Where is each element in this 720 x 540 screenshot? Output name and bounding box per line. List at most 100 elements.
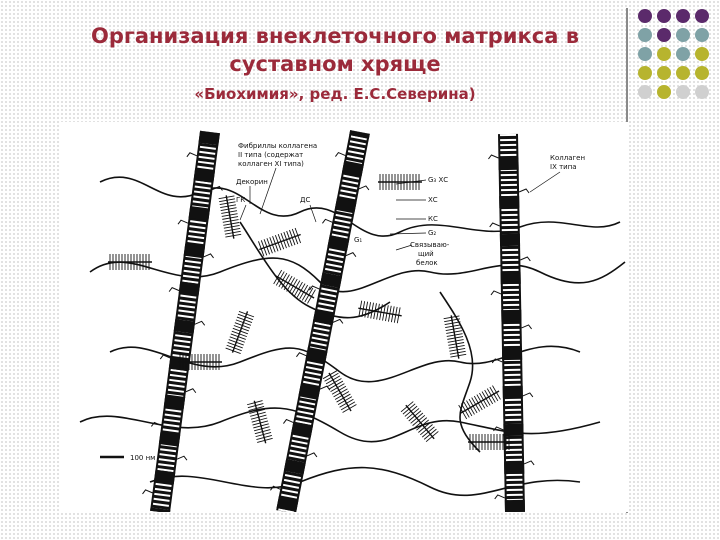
aggrecan-side-chain — [291, 280, 301, 295]
aggrecan-side-chain — [226, 344, 242, 352]
fibril-dark-bands — [498, 133, 525, 512]
collagen-ix-projection — [142, 489, 153, 495]
decorative-dot — [676, 28, 690, 42]
aggrecan-side-chain — [257, 437, 273, 443]
aggrecan-side-chain — [479, 392, 488, 408]
pointer-g3 — [395, 179, 427, 185]
collagen-ix-projection — [489, 222, 500, 228]
aggrecan-side-chain — [444, 321, 461, 326]
aggrecan-side-chain — [421, 426, 435, 438]
aggrecan-side-chain — [412, 414, 426, 426]
aggrecan-side-chain — [484, 389, 494, 405]
collagen-ix-projection — [185, 388, 197, 394]
aggrecan-side-chain — [367, 302, 371, 319]
matrix-chain — [149, 466, 581, 497]
aggrecan-side-chain — [254, 429, 271, 435]
aggrecan-side-chain — [445, 327, 462, 331]
aggrecan-side-chain — [333, 388, 348, 398]
aggrecan-side-chain — [307, 289, 316, 304]
aggrecan-side-chain — [337, 396, 353, 406]
aggrecan-side-chain — [420, 424, 433, 436]
aggrecan-side-chain — [492, 385, 501, 400]
aggrecan-side-chain — [443, 315, 460, 320]
aggrecan-side-chain — [228, 339, 244, 346]
aggrecan-brush — [225, 310, 255, 354]
collagen-ix-projection — [345, 252, 357, 257]
collagen-ix-projection — [296, 352, 307, 358]
aggrecan-side-chain — [234, 322, 251, 329]
label-collagen-ii-3: коллаген XI типа) — [238, 160, 304, 168]
aggrecan-brush — [322, 370, 357, 413]
aggrecan-side-chain — [222, 219, 239, 223]
matrix-chain — [89, 257, 626, 293]
aggrecan-side-chain — [289, 229, 296, 246]
decorative-dot — [695, 9, 709, 23]
label-g1: G₁ — [354, 236, 362, 244]
pointer-g2 — [389, 232, 427, 235]
fibril-band-gaps — [500, 133, 523, 512]
decorative-dot — [695, 28, 709, 42]
aggrecan-side-chain — [400, 401, 414, 413]
collagen-ix-projection — [494, 494, 505, 500]
aggrecan-side-chain — [425, 431, 439, 443]
aggrecan-side-chain — [233, 325, 250, 332]
aggrecan-side-chain — [328, 380, 344, 390]
decorative-dot — [676, 9, 690, 23]
collagen-ix-projection — [488, 154, 499, 160]
collagen-fibril — [270, 130, 370, 512]
aggrecan-side-chain — [340, 401, 356, 411]
aggrecan-side-chain — [269, 237, 276, 253]
collagen-ix-projection — [270, 485, 281, 491]
label-link-protein-1: Связываю- — [410, 241, 450, 249]
aggrecan-side-chain — [330, 383, 345, 393]
decorative-dot — [676, 85, 690, 99]
aggrecan-core — [405, 404, 435, 440]
collagen-ix-projection — [150, 421, 162, 427]
aggrecan-core — [328, 372, 352, 412]
label-g2: G₂ — [428, 229, 436, 237]
aggrecan-side-chain — [334, 391, 350, 400]
fibril-dark-bands — [276, 130, 370, 512]
label-ds: ДС — [300, 196, 310, 204]
aggrecan-core — [253, 400, 267, 444]
matrix-chain — [109, 345, 581, 383]
aggrecan-side-chain — [294, 281, 303, 297]
aggrecan-side-chain — [221, 210, 238, 214]
aggrecan-side-chain — [463, 401, 473, 417]
collagen-ix-projection — [523, 460, 535, 466]
aggrecan-side-chain — [291, 228, 299, 245]
aggrecan-brush — [468, 434, 512, 450]
aggrecan-side-chain — [324, 372, 339, 382]
aggrecan-side-chain — [277, 233, 285, 250]
label-ks: КС — [428, 215, 438, 223]
collagen-ix-projection — [319, 385, 331, 391]
matrix-chain — [239, 221, 391, 319]
aggrecan-side-chain — [342, 404, 357, 413]
aggrecan-side-chain — [444, 318, 461, 323]
aggrecan-core — [225, 195, 235, 239]
aggrecan-side-chain — [296, 283, 306, 298]
aggrecan-brush — [400, 401, 439, 443]
aggrecan-side-chain — [339, 398, 354, 408]
decorative-dot — [638, 28, 652, 42]
decorative-dot — [657, 85, 671, 99]
aggrecan-side-chain — [235, 319, 252, 326]
aggrecan-side-chain — [252, 420, 269, 426]
aggrecan-side-chain — [404, 405, 418, 417]
aggrecan-side-chain — [294, 227, 302, 244]
aggrecan-side-chain — [223, 225, 240, 229]
aggrecan-side-chain — [393, 306, 398, 323]
aggrecan-brush — [246, 400, 273, 444]
aggrecan-brush — [458, 385, 501, 420]
aggrecan-brush — [358, 300, 402, 324]
aggrecan-side-chain — [286, 277, 296, 292]
aggrecan-side-chain — [275, 271, 285, 286]
aggrecan-side-chain — [449, 347, 466, 352]
aggrecan-side-chain — [450, 353, 467, 358]
title-line-1: Организация внеклеточного матрикса в — [90, 24, 579, 48]
collagen-ix-projection — [309, 285, 320, 291]
aggrecan-side-chain — [449, 350, 466, 355]
aggrecan-brush — [378, 174, 422, 190]
slide-subtitle: «Биохимия», ред. Е.С.Северина) — [194, 85, 476, 103]
collagen-ix-projection — [176, 455, 188, 461]
